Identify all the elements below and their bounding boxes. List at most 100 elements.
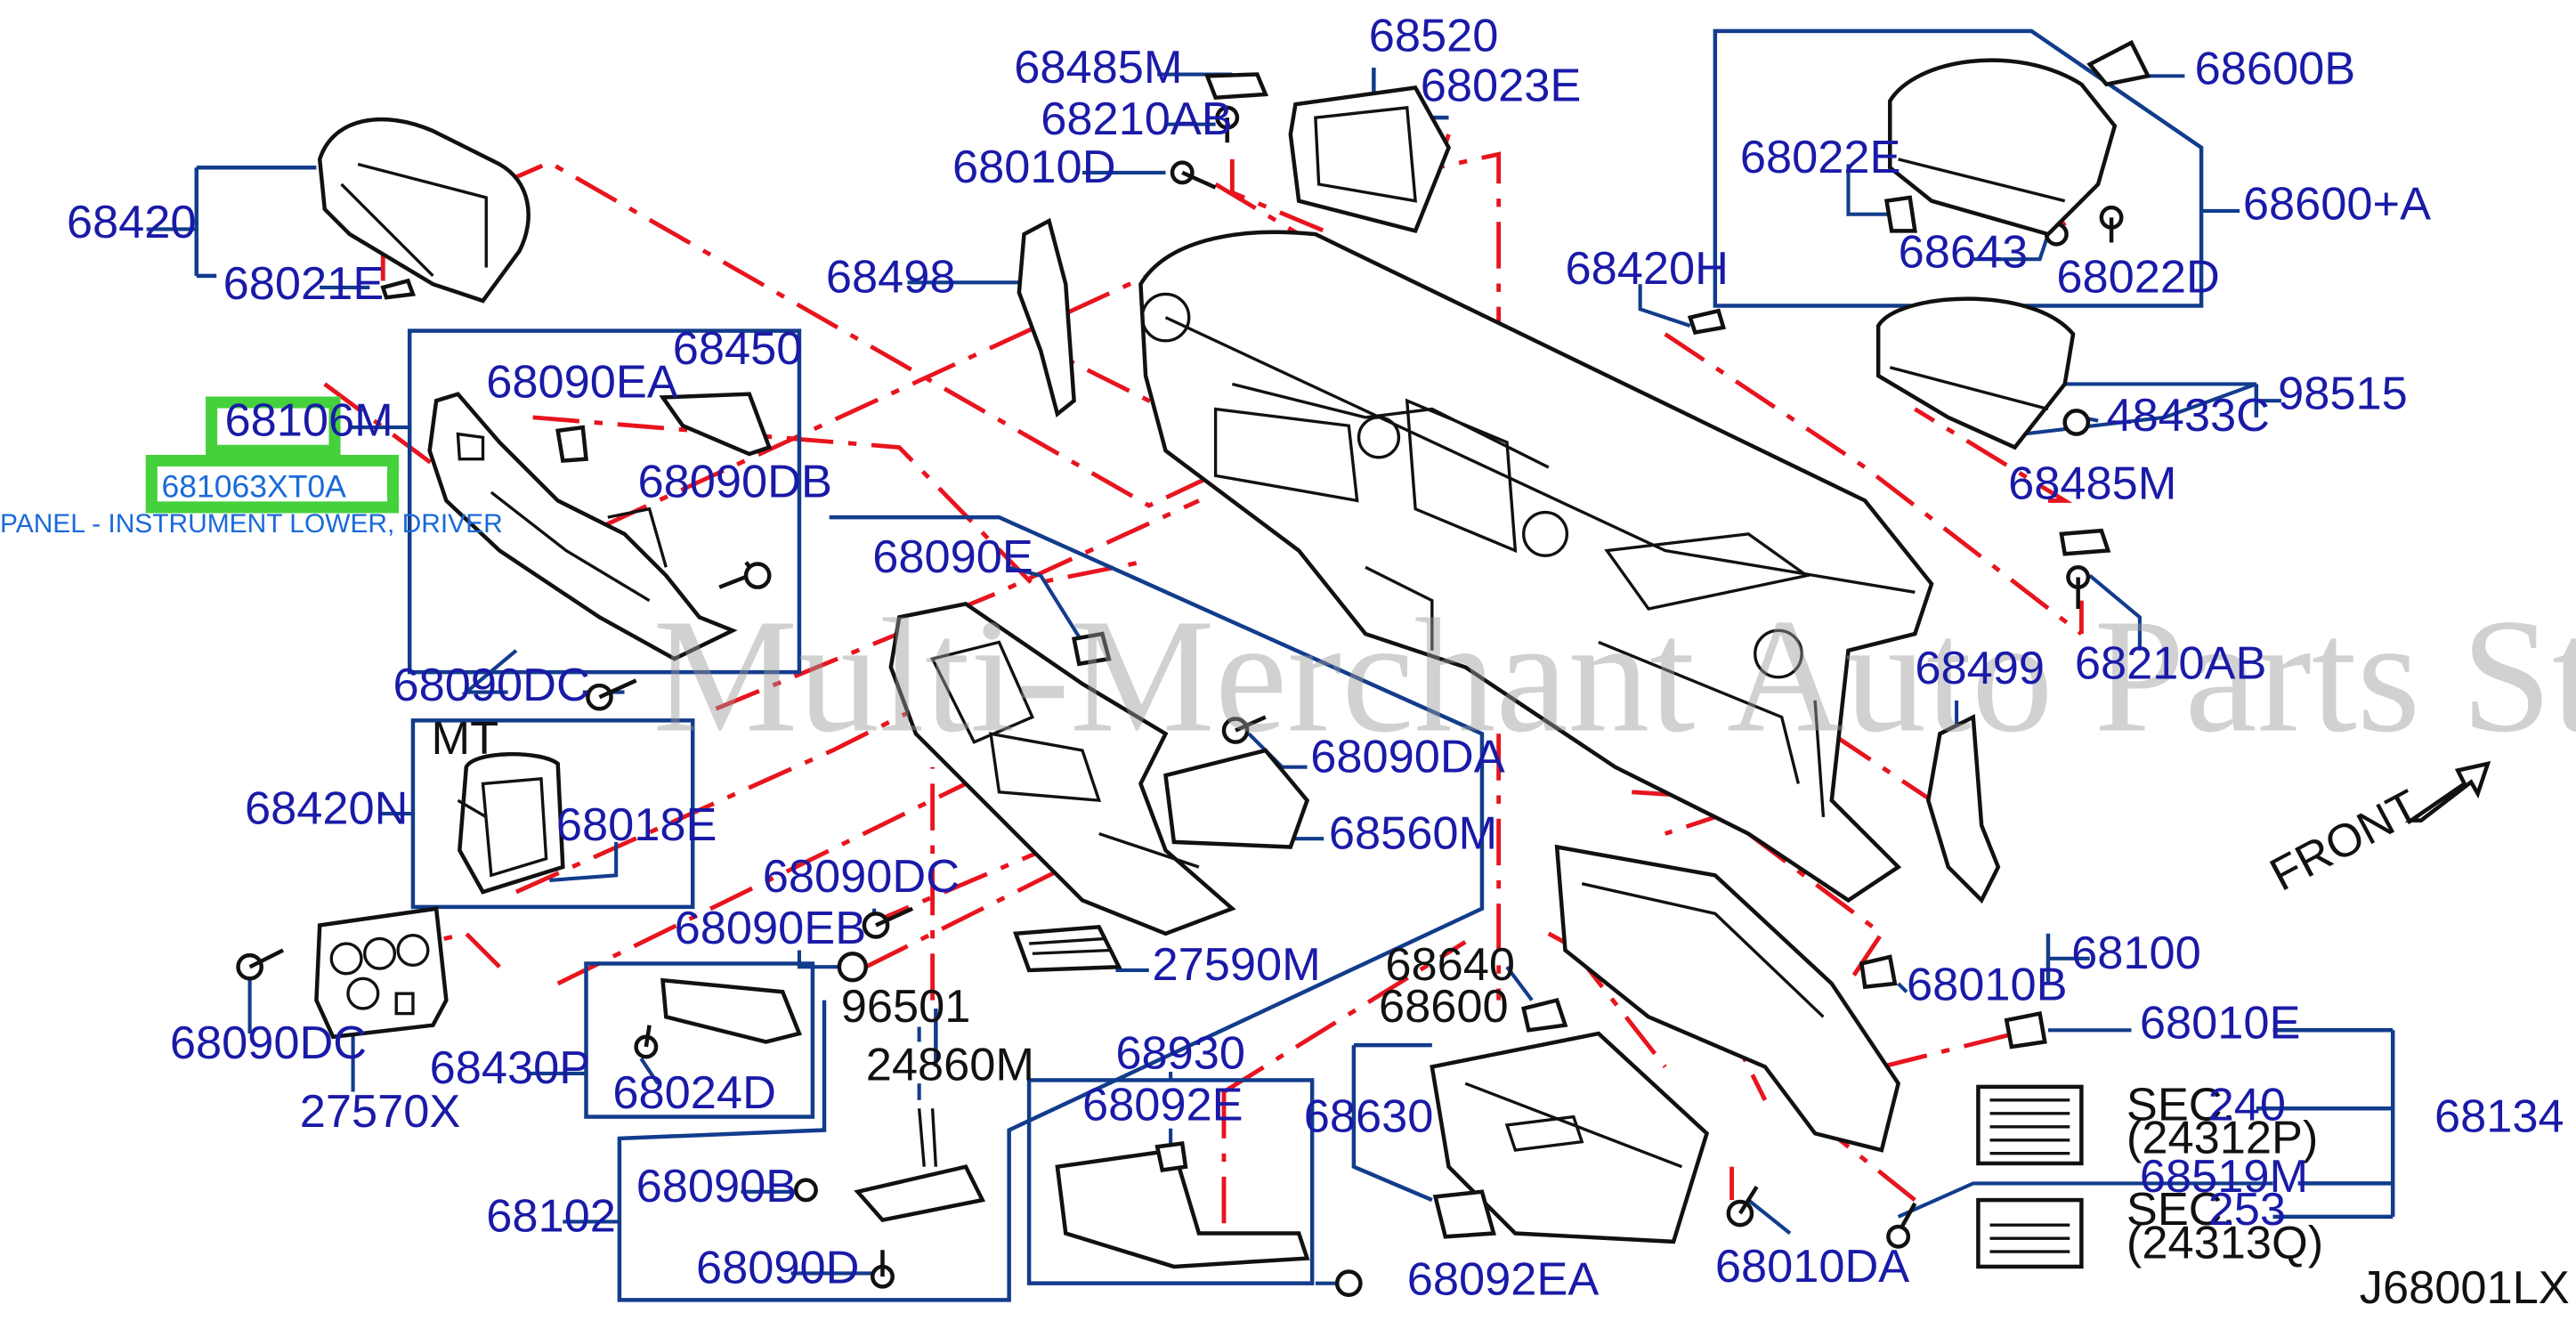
callout-68022d[interactable]: 68022D [2056, 252, 2219, 304]
callout-98515[interactable]: 98515 [2278, 369, 2408, 420]
callout-68600[interactable]: 68600 [1379, 981, 1509, 1033]
clip-68420h-part [1687, 308, 1727, 336]
lid-68600-part [1888, 58, 2118, 237]
diagram-code: J68001LX [2360, 1262, 2570, 1314]
highlight-part-number[interactable]: 68106M [225, 394, 393, 446]
callout-68010da[interactable]: 68010DA [1715, 1241, 1909, 1293]
callout-68090dc-c[interactable]: 68090DC [170, 1017, 367, 1069]
pocket-68430p-part [660, 977, 802, 1044]
callout-68102[interactable]: 68102 [486, 1191, 616, 1243]
callout-68600b[interactable]: 68600B [2195, 44, 2356, 95]
callout-68090ea[interactable]: 68090EA [486, 356, 678, 408]
selected-part-highlight: 68106M 681063XT0A PANEL - INSTRUMENT LOW… [0, 394, 503, 539]
callout-68450[interactable]: 68450 [673, 323, 803, 375]
callout-68485m-right[interactable]: 68485M [2008, 458, 2176, 510]
bin-68450-part [659, 392, 773, 457]
callout-68090d[interactable]: 68090D [696, 1243, 859, 1294]
clip-68010e-part [2004, 1010, 2047, 1050]
callout-68519m[interactable]: 68519M [2140, 1151, 2308, 1203]
callout-48433c[interactable]: 48433C [2106, 390, 2269, 442]
callout-68010e[interactable]: 68010E [2140, 998, 2301, 1050]
callout-68092ea[interactable]: 68092EA [1407, 1254, 1600, 1306]
callout-68022e[interactable]: 68022E [1740, 132, 1901, 183]
callout-68024d[interactable]: 68024D [612, 1067, 775, 1119]
callout-68420n[interactable]: 68420N [245, 782, 408, 834]
mt-label: MT [432, 713, 499, 765]
callout-68210ab-top[interactable]: 68210AB [1041, 93, 1233, 145]
cover-68485m-part [1204, 72, 1269, 101]
callout-68485m-top[interactable]: 68485M [1014, 42, 1182, 93]
center-panel-part [888, 602, 1236, 936]
bracket-68560m-part [1163, 748, 1310, 849]
callout-68018e[interactable]: 68018E [556, 799, 717, 851]
highlight-description: PANEL - INSTRUMENT LOWER, DRIVER [0, 509, 503, 539]
callout-68600a[interactable]: 68600+A [2243, 178, 2431, 230]
callout-68560m[interactable]: 68560M [1329, 807, 1497, 859]
callout-68643[interactable]: 68643 [1899, 227, 2029, 279]
bracket-68600b-part [2086, 39, 2151, 87]
callout-68640[interactable]: 68640 [1385, 939, 1515, 991]
lid-98515-part [1875, 296, 2076, 450]
grille-27590m-part [1013, 924, 1122, 973]
callout-68499[interactable]: 68499 [1915, 643, 2045, 694]
sec-ref-2-prefix: SEC. [2126, 1184, 2235, 1236]
switch-panel-27570x-part [314, 906, 449, 1040]
sec-ref-2-sub: (24313Q) [2126, 1218, 2323, 1269]
clip-68090ea-part [555, 425, 588, 463]
callout-27570x[interactable]: 27570X [300, 1086, 461, 1138]
callout-68420[interactable]: 68420 [67, 197, 197, 248]
label-stickers-part [1976, 1084, 2084, 1269]
sec-ref-1-sub: (24312P) [2126, 1113, 2318, 1164]
shift-cover-68420n-part [457, 751, 565, 895]
callout-68630[interactable]: 68630 [1304, 1090, 1434, 1142]
callout-68021e[interactable]: 68021E [223, 258, 385, 310]
callout-68023e[interactable]: 68023E [1421, 60, 1582, 111]
callout-labels: 68420 68021E 68485M 68210AB 68010D 68520… [67, 10, 2564, 1305]
section-references: SEC. 240 (24312P) SEC. 253 (24313Q) [2126, 1079, 2323, 1268]
callout-68090dc-b[interactable]: 68090DC [763, 851, 960, 903]
instrument-panel-main-part [1138, 230, 1934, 904]
front-label: FRONT [2262, 781, 2427, 902]
callout-68090e[interactable]: 68090E [872, 531, 1033, 583]
callout-68092e[interactable]: 68092E [1082, 1079, 1243, 1131]
callout-24860m[interactable]: 24860M [866, 1039, 1034, 1090]
callout-68090b[interactable]: 68090B [636, 1161, 798, 1212]
callout-68210ab-right[interactable]: 68210AB [2075, 638, 2267, 690]
glove-box-frame-68100-part [1554, 844, 1901, 1153]
display-bezel-part [1288, 85, 1452, 234]
bracket-68498-part [1017, 217, 1076, 418]
callout-68498[interactable]: 68498 [826, 252, 956, 304]
highlight-oem-number[interactable]: 681063XT0A [161, 469, 346, 505]
callout-96501[interactable]: 96501 [841, 981, 971, 1033]
latch-68640-part [1521, 997, 1568, 1033]
callout-68090eb[interactable]: 68090EB [675, 903, 867, 954]
clip-68090e-part [1071, 631, 1112, 667]
front-arrow-icon [2404, 760, 2491, 823]
callout-27590m[interactable]: 27590M [1153, 939, 1321, 991]
cover-68485m-right-part [2059, 528, 2111, 556]
callout-68930[interactable]: 68930 [1115, 1027, 1245, 1079]
callout-68520[interactable]: 68520 [1369, 10, 1499, 61]
callout-68010b[interactable]: 68010B [1907, 960, 2068, 1011]
callout-68430p[interactable]: 68430P [430, 1042, 591, 1094]
lower-panel-driver-part [427, 392, 738, 661]
callout-68090dc-a[interactable]: 68090DC [393, 660, 589, 711]
latch-68630-part [1432, 1189, 1496, 1239]
clip-68010b-part [1859, 954, 1898, 990]
callout-68420h[interactable]: 68420H [1565, 243, 1728, 295]
harness-24860m-part [854, 1108, 986, 1223]
callout-68090da-a[interactable]: 68090DA [1310, 731, 1504, 782]
group-boxes [194, 28, 2395, 1302]
side-cover-68499-part [1925, 714, 2001, 904]
clip-68022e-part [1883, 195, 1917, 233]
sec-ref-2-number[interactable]: 253 [2208, 1184, 2286, 1236]
callout-68134[interactable]: 68134 [2434, 1090, 2564, 1142]
watermark-text: Multi-Merchant Auto Parts Store [652, 586, 2576, 766]
parts-artwork [236, 39, 2151, 1297]
screw-parts [236, 105, 2124, 1297]
callout-68100[interactable]: 68100 [2071, 928, 2201, 979]
callout-68090db[interactable]: 68090DB [637, 457, 831, 508]
sec-ref-1-number[interactable]: 240 [2208, 1079, 2286, 1131]
callout-68010d[interactable]: 68010D [952, 142, 1115, 193]
